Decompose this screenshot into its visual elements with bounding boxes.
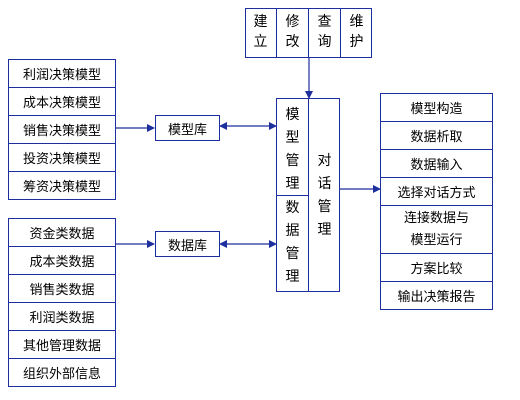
data-item-cost: 成本类数据 [8, 246, 116, 275]
function-data-input: 数据输入 [380, 149, 493, 178]
function-plan-compare: 方案比较 [380, 253, 493, 282]
op-modify: 修改 [285, 14, 300, 50]
data-item-other-mgmt: 其他管理数据 [8, 330, 116, 359]
model-management: 模型管理 [285, 107, 300, 192]
model-library: 模型库 [155, 115, 220, 141]
function-dialog-mode: 选择对话方式 [380, 177, 493, 206]
data-management: 数据管理 [285, 200, 300, 285]
model-item-investment: 投资决策模型 [8, 143, 116, 172]
op-query: 查询 [317, 14, 332, 50]
model-item-cost: 成本决策模型 [8, 87, 116, 116]
function-data-extract: 数据析取 [380, 121, 493, 150]
model-item-financing: 筹资决策模型 [8, 171, 116, 200]
data-item-capital: 资金类数据 [8, 218, 116, 247]
model-item-profit: 利润决策模型 [8, 59, 116, 88]
function-connect-line1: 连接数据与 [403, 210, 469, 226]
data-item-profit: 利润类数据 [8, 302, 116, 331]
data-item-sales: 销售类数据 [8, 274, 116, 303]
function-model-construct: 模型构造 [380, 93, 493, 122]
data-library: 数据库 [155, 231, 220, 257]
op-maintain: 维护 [349, 14, 364, 50]
function-connect-data-model: 连接数据与 模型运行 [380, 205, 493, 254]
op-create: 建立 [253, 14, 268, 50]
function-output-report: 输出决策报告 [380, 281, 493, 310]
function-connect-line2: 模型运行 [410, 232, 463, 248]
model-item-sales: 销售决策模型 [8, 115, 116, 144]
dialog-management: 对话管理 [317, 153, 332, 238]
data-item-external: 组织外部信息 [8, 358, 116, 387]
